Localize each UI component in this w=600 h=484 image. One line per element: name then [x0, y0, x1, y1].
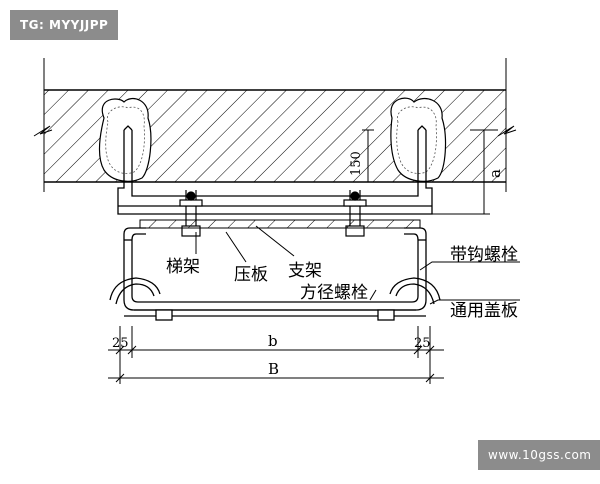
depth-dimension	[362, 129, 374, 183]
B-dimension-label: B	[268, 360, 279, 378]
pressure-plate	[139, 219, 421, 229]
label-support: 支架	[288, 261, 322, 281]
edge-left-label: 25	[112, 336, 129, 351]
anchor-grout-left	[98, 97, 152, 182]
support-frame	[117, 125, 433, 215]
bottom-dimensions	[108, 326, 444, 384]
bolt-right	[343, 190, 367, 237]
a-dimension-label: a	[486, 169, 504, 178]
bolt-left	[179, 190, 203, 237]
label-square-neck-bolt: 方径螺栓	[300, 283, 368, 303]
watermark-top-left: TG: MYYJJPP	[10, 10, 119, 40]
depth-dimension-label: 150	[349, 151, 364, 176]
label-general-cover: 通用盖板	[450, 301, 518, 321]
watermark-bottom-right: www.10gss.com	[478, 440, 600, 470]
cover-plate	[109, 277, 441, 321]
label-hook-bolt: 带钩螺栓	[450, 245, 518, 265]
edge-right-label: 25	[414, 336, 431, 351]
label-pressure-plate: 压板	[234, 265, 268, 285]
leader-lines	[195, 225, 520, 305]
a-dimension	[432, 129, 498, 215]
label-ladder-frame: 梯架	[166, 257, 200, 277]
b-dimension-label: b	[268, 332, 278, 350]
